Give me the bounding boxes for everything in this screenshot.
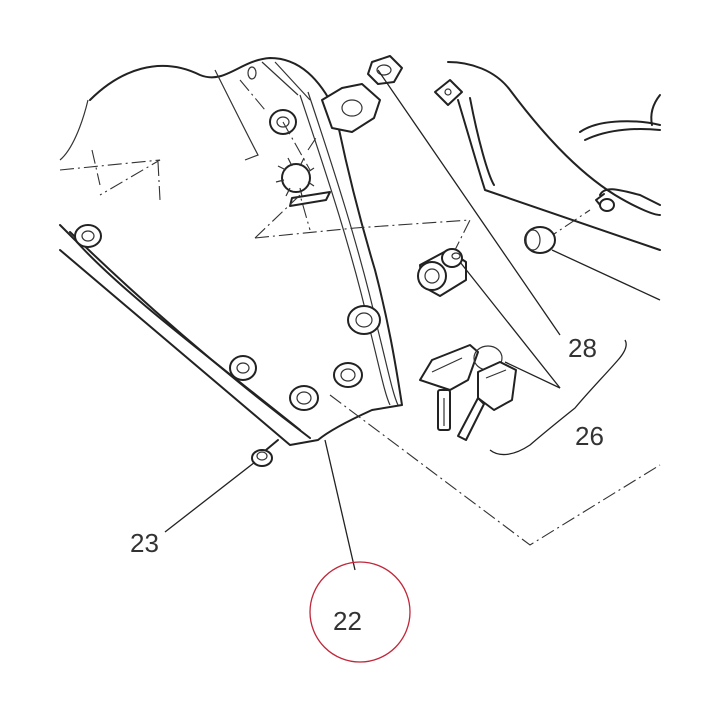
screw-icon [251, 439, 279, 467]
callout-22[interactable]: 22 [333, 606, 362, 636]
lock-cylinder-icon [417, 248, 467, 297]
bolt-icon [595, 193, 615, 212]
key-icon [457, 345, 517, 441]
spring-clip-icon [275, 157, 331, 207]
latch-clip [321, 55, 403, 133]
rubber-grommet-icon [229, 355, 257, 381]
rubber-grommet-icon [74, 224, 102, 248]
rubber-grommet-icon [289, 385, 319, 411]
leader-lines [164, 69, 561, 571]
key-icon [419, 344, 479, 431]
callout-23[interactable]: 23 [130, 528, 159, 558]
rear-bodywork [434, 61, 661, 251]
callout-28[interactable]: 28 [568, 333, 597, 363]
rubber-grommet-icon [333, 362, 363, 388]
callout-bracket [489, 339, 627, 456]
highlight-ring [309, 561, 411, 663]
rubber-grommet-icon [524, 226, 661, 301]
rubber-grommet-icon [347, 305, 381, 335]
callout-26[interactable]: 26 [575, 421, 604, 451]
